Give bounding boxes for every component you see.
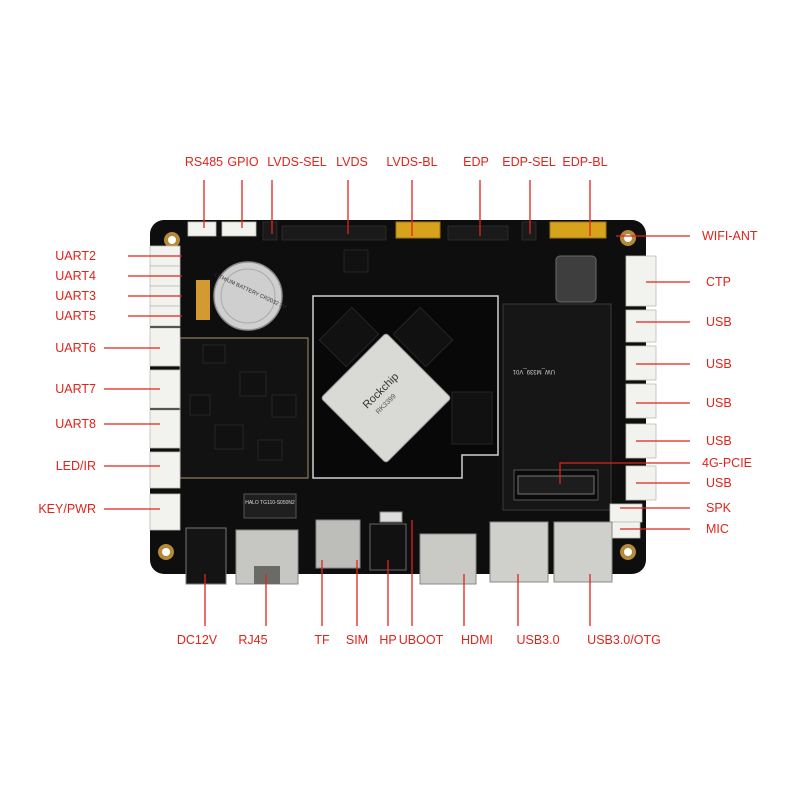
emmc-chip xyxy=(451,391,493,445)
module-marking: UW_M339_V01 xyxy=(512,368,555,374)
label-key-pwr: KEY/PWR xyxy=(38,502,96,516)
lvds-header xyxy=(281,225,387,241)
label-edp-sel: EDP-SEL xyxy=(502,155,556,169)
label-usb-3: USB xyxy=(706,396,732,410)
label-sim: SIM xyxy=(346,633,368,647)
label-uart2: UART2 xyxy=(55,249,96,263)
label-usb3-otg: USB3.0/OTG xyxy=(587,633,661,647)
dc12v-jack xyxy=(185,527,227,585)
spk-connector xyxy=(609,503,643,523)
rs485-connector xyxy=(187,221,217,237)
label-hdmi: HDMI xyxy=(461,633,493,647)
ram-chip-2 xyxy=(392,306,454,368)
label-lvds-sel: LVDS-SEL xyxy=(267,155,327,169)
lvds-sel-header xyxy=(262,221,278,241)
label-ctp: CTP xyxy=(706,275,731,289)
labels: RS485 GPIO LVDS-SEL LVDS LVDS-BL EDP EDP… xyxy=(38,155,758,647)
leader-lines xyxy=(104,180,690,626)
label-usb3: USB3.0 xyxy=(516,633,559,647)
wifi-module xyxy=(555,255,597,303)
uart6-connector xyxy=(149,327,181,367)
soc-chip xyxy=(321,333,451,463)
edp-header xyxy=(447,225,509,241)
key-pwr-connector xyxy=(149,493,181,531)
mic-connector xyxy=(611,521,641,539)
lvds-bl-connector xyxy=(395,221,441,239)
label-4g-pcie: 4G-PCIE xyxy=(702,456,752,470)
label-wifi-ant: WIFI-ANT xyxy=(702,229,758,243)
label-rs485: RS485 xyxy=(185,155,223,169)
label-uart6: UART6 xyxy=(55,341,96,355)
label-gpio: GPIO xyxy=(227,155,259,169)
label-dc12v: DC12V xyxy=(177,633,218,647)
coin-battery: LITHIUM BATTERY CR2032 3V xyxy=(213,261,287,331)
edp-bl-connector xyxy=(549,221,607,239)
label-uart5: UART5 xyxy=(55,309,96,323)
pcb-board: UW_M339_V01 Rockchip RK3399 LITHIUM BATT… xyxy=(150,220,646,574)
gpio-connector xyxy=(221,221,257,237)
label-usb-5: USB xyxy=(706,476,732,490)
usb3-port xyxy=(489,521,549,583)
label-uart4: UART4 xyxy=(55,269,96,283)
label-uart7: UART7 xyxy=(55,382,96,396)
uboot-button xyxy=(379,511,403,523)
label-hp: HP xyxy=(379,633,396,647)
led-ir-connector xyxy=(149,451,181,489)
label-mic: MIC xyxy=(706,522,729,536)
label-uboot: UBOOT xyxy=(399,633,444,647)
transformer-text: HALO TG110-S050N2 xyxy=(245,500,295,506)
label-edp: EDP xyxy=(463,155,489,169)
edp-sel-header xyxy=(521,221,537,241)
label-lvds-bl: LVDS-BL xyxy=(386,155,437,169)
label-usb-2: USB xyxy=(706,357,732,371)
hdmi-port xyxy=(419,533,477,585)
tf-sim-slot xyxy=(315,519,361,569)
usb-connector-1 xyxy=(625,309,657,343)
label-usb-4: USB xyxy=(706,434,732,448)
label-led-ir: LED/IR xyxy=(56,459,96,473)
label-usb-1: USB xyxy=(706,315,732,329)
label-lvds: LVDS xyxy=(336,155,368,169)
label-spk: SPK xyxy=(706,501,732,515)
label-edp-bl: EDP-BL xyxy=(562,155,607,169)
usb3-otg-port xyxy=(553,521,613,583)
label-tf: TF xyxy=(314,633,330,647)
label-uart8: UART8 xyxy=(55,417,96,431)
label-rj45: RJ45 xyxy=(238,633,267,647)
label-uart3: UART3 xyxy=(55,289,96,303)
ram-chip-1 xyxy=(318,306,380,368)
uart8-connector xyxy=(149,409,181,449)
ctp-connector xyxy=(625,255,657,307)
usb-connector-3 xyxy=(625,383,657,419)
usb-connector-2 xyxy=(625,345,657,381)
